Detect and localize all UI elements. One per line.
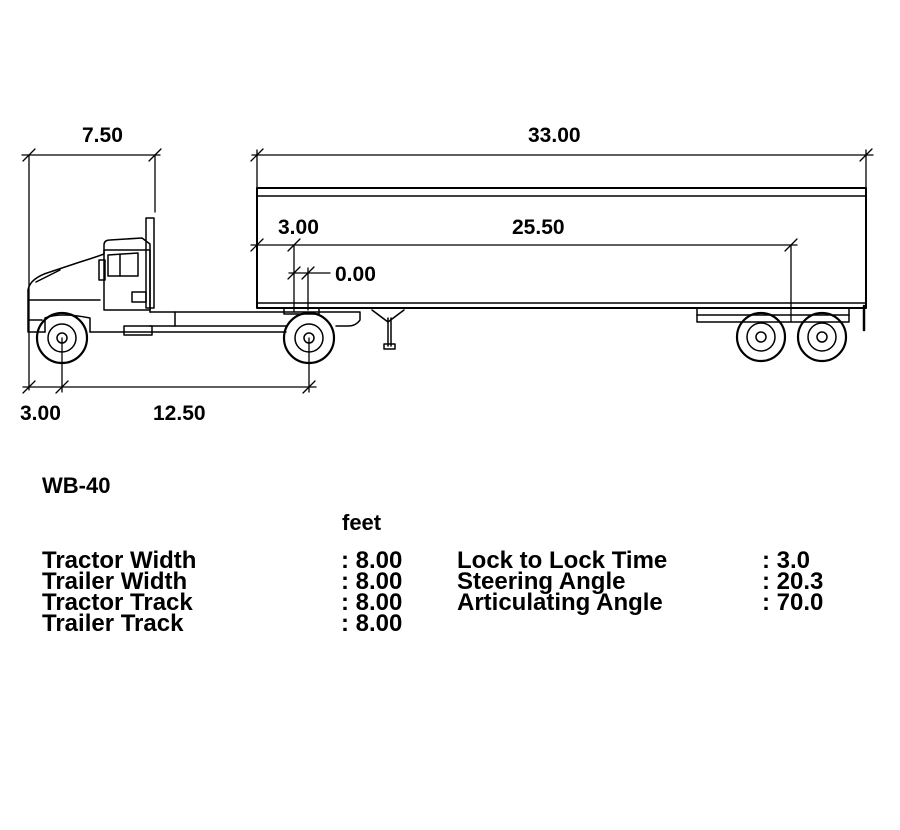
spec-value: : 8.00 (341, 568, 403, 595)
dim-label-trailer-overhang: 3.00 (278, 216, 319, 239)
dim-tractor-length (21, 148, 162, 391)
spec-label: Lock to Lock Time (457, 547, 668, 574)
dim-trailer-overhang-wheelbase (250, 238, 798, 323)
spec-label: Articulating Angle (457, 589, 663, 616)
spec-label: Steering Angle (457, 568, 626, 595)
dim-label-tractor-wheelbase: 12.50 (153, 402, 206, 425)
model-name: WB-40 (42, 473, 111, 498)
spec-value: : 8.00 (341, 547, 403, 574)
dim-label-trailer-wheelbase: 25.50 (512, 216, 565, 239)
spec-value: : 70.0 (762, 589, 824, 616)
trailer (256, 187, 867, 350)
dim-tractor-wheelbase (22, 337, 317, 394)
tractor (27, 217, 361, 336)
spec-value: : 8.00 (341, 589, 403, 616)
dim-hitch-offset (287, 266, 331, 311)
spec-table-right-values: : 3.0 : 20.3 : 70.0 (762, 547, 824, 616)
spec-value: : 3.0 (762, 547, 811, 574)
spec-table-right-labels: Lock to Lock Time Steering Angle Articul… (457, 547, 668, 616)
units-label: feet (342, 510, 382, 535)
spec-table-left-labels: Tractor Width Trailer Width Tractor Trac… (42, 547, 197, 637)
dim-trailer-length (250, 148, 874, 306)
spec-value: : 20.3 (762, 568, 824, 595)
dim-label-tractor-overhang: 3.00 (20, 402, 61, 425)
spec-label: Trailer Track (42, 610, 184, 637)
spec-value: : 8.00 (341, 610, 403, 637)
dim-label-hitch-offset: 0.00 (335, 263, 376, 286)
dim-label-tractor-length: 7.50 (82, 124, 123, 147)
spec-table-left-values: : 8.00 : 8.00 : 8.00 : 8.00 (341, 547, 403, 637)
dim-label-trailer-length: 33.00 (528, 124, 581, 147)
spec-label: Trailer Width (42, 568, 188, 595)
trailer-wheel-2 (796, 311, 848, 363)
spec-label: Tractor Width (42, 547, 197, 574)
trailer-wheel-1 (735, 311, 787, 363)
spec-label: Tractor Track (42, 589, 193, 616)
